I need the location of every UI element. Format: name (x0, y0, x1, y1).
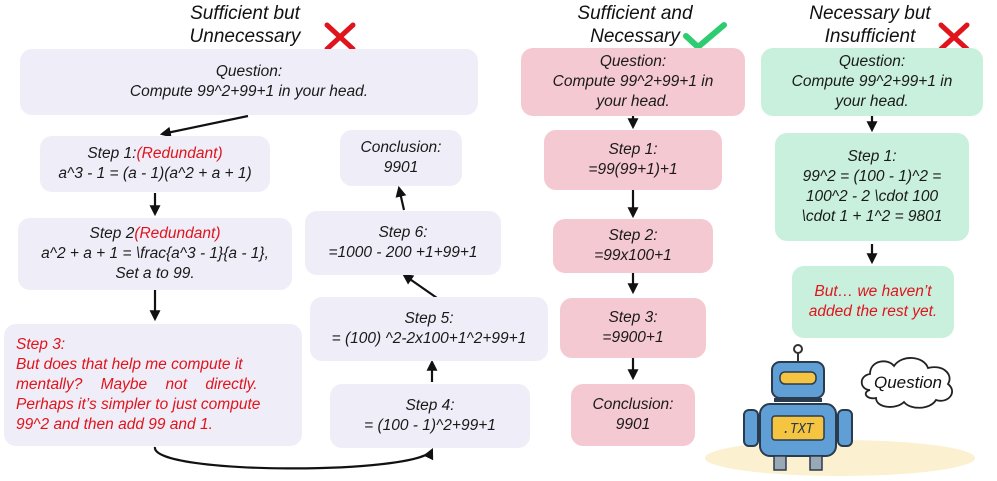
left-step3-box: Step 3: But does that help me compute it… (4, 324, 302, 446)
step3-label: Step 3: (16, 336, 66, 353)
middle-step2-box: Step 2: =99x100+1 (553, 219, 713, 273)
step4-text: = (100 - 1)^2+99+1 (364, 417, 496, 434)
redundant-tag: (Redundant) (136, 145, 223, 162)
header-necessary-insufficient: Necessary but Insufficient (790, 2, 950, 48)
header-left-line2: Unnecessary (189, 26, 301, 47)
step4-label: Step 4: (405, 397, 455, 414)
header-right-line1: Necessary but (809, 3, 931, 24)
step2-text: =99x100+1 (594, 247, 672, 264)
question-line2: your head. (835, 93, 909, 110)
note-line1: But… we haven’t (814, 283, 932, 300)
question-line1: Compute 99^2+99+1 in (791, 73, 953, 90)
step3-text: =9900+1 (602, 329, 664, 346)
header-sufficient-unnecessary: Sufficient but Unnecessary (150, 2, 340, 48)
header-sufficient-necessary: Sufficient and Necessary (555, 2, 715, 48)
step6-text: =1000 - 200 +1+99+1 (328, 244, 478, 261)
step2-heading: Step 2(Redundant) (90, 224, 221, 244)
step1-line3: \cdot 1 + 1^2 = 9801 (801, 208, 943, 225)
middle-step3-box: Step 3: =9900+1 (560, 298, 706, 358)
step1-line2: 100^2 - 2 \cdot 100 (805, 188, 939, 205)
header-middle-line2: Necessary (590, 26, 680, 47)
step1-line1: 99^2 = (100 - 1)^2 = (802, 168, 942, 185)
left-step5-box: Step 5: = (100) ^2-2x100+1^2+99+1 (310, 297, 548, 361)
right-note-box: But… we haven’t added the rest yet. (792, 266, 954, 338)
robot-screen (771, 415, 825, 441)
right-step1-box: Step 1: 99^2 = (100 - 1)^2 = 100^2 - 2 \… (775, 133, 969, 241)
middle-step1-box: Step 1: =99(99+1)+1 (544, 130, 722, 190)
header-middle-line1: Sufficient and (577, 3, 693, 24)
redundant-tag: (Redundant) (134, 225, 221, 242)
left-step2-box: Step 2(Redundant) a^2 + a + 1 = \frac{a^… (18, 218, 292, 290)
left-conclusion-box: Conclusion: 9901 (340, 130, 462, 186)
step1-label: Step 1: (847, 148, 897, 165)
robot-illustration: .TXT Question (705, 344, 975, 476)
question-label: Question: (838, 53, 906, 70)
question-line2: your head. (596, 93, 670, 110)
right-question-box: Question: Compute 99^2+99+1 in your head… (761, 48, 983, 116)
step5-label: Step 5: (404, 310, 454, 327)
left-step1-box: Step 1:(Redundant) a^3 - 1 = (a - 1)(a^2… (40, 136, 270, 192)
middle-conclusion-box: Conclusion: 9901 (571, 384, 695, 446)
step2-line1: a^2 + a + 1 = \frac{a^3 - 1}{a - 1}, (41, 245, 269, 262)
conclusion-value: 9901 (615, 416, 651, 433)
question-line1: Compute 99^2+99+1 in (552, 73, 714, 90)
step2-line2: Set a to 99. (115, 265, 195, 282)
left-question-box: Question: Compute 99^2+99+1 in your head… (20, 49, 478, 115)
cross-mark-icon (324, 22, 356, 52)
step3-line4: 99^2 and then add 99 and 1. (16, 416, 213, 433)
cross-mark-icon (938, 22, 970, 52)
cloud-text: Question (874, 373, 942, 392)
question-label: Question: (215, 63, 283, 80)
step3-line1: But does that help me compute it (16, 356, 243, 373)
question-label: Question: (599, 53, 667, 70)
conclusion-label: Conclusion: (592, 396, 674, 413)
step2-label: Step 2: (608, 227, 658, 244)
step3-line3: Perhaps it’s simpler to just compute (16, 396, 261, 413)
conclusion-label: Conclusion: (360, 139, 442, 156)
left-step6-box: Step 6: =1000 - 200 +1+99+1 (305, 211, 501, 275)
step1-label: Step 1: (608, 141, 658, 158)
left-step4-box: Step 4: = (100 - 1)^2+99+1 (330, 384, 530, 448)
robot-screen-text: .TXT (782, 422, 814, 437)
step1-text: a^3 - 1 = (a - 1)(a^2 + a + 1) (58, 165, 252, 182)
arrow-step5-to-step6 (402, 273, 438, 299)
middle-question-box: Question: Compute 99^2+99+1 in your head… (521, 48, 745, 116)
header-right-line2: Insufficient (824, 26, 916, 47)
check-mark-icon (683, 22, 727, 50)
thought-cloud (860, 357, 953, 409)
note-line2: added the rest yet. (808, 303, 938, 320)
header-left-line1: Sufficient but (190, 3, 300, 24)
arrow-step3-to-step4 (153, 446, 434, 470)
step5-text: = (100) ^2-2x100+1^2+99+1 (331, 330, 527, 347)
step1-text: =99(99+1)+1 (588, 161, 678, 178)
step1-label: Step 1: (87, 145, 137, 162)
step6-label: Step 6: (378, 224, 428, 241)
arrow-step6-to-conclusion (395, 185, 407, 211)
arrow-question-to-step1 (159, 114, 249, 138)
conclusion-value: 9901 (383, 159, 419, 176)
step2-label: Step 2 (89, 225, 135, 242)
step1-heading: Step 1:(Redundant) (87, 144, 222, 164)
question-text: Compute 99^2+99+1 in your head. (129, 83, 369, 100)
step3-line2: mentally? Maybe not directly. (16, 376, 258, 393)
step3-label: Step 3: (608, 309, 658, 326)
